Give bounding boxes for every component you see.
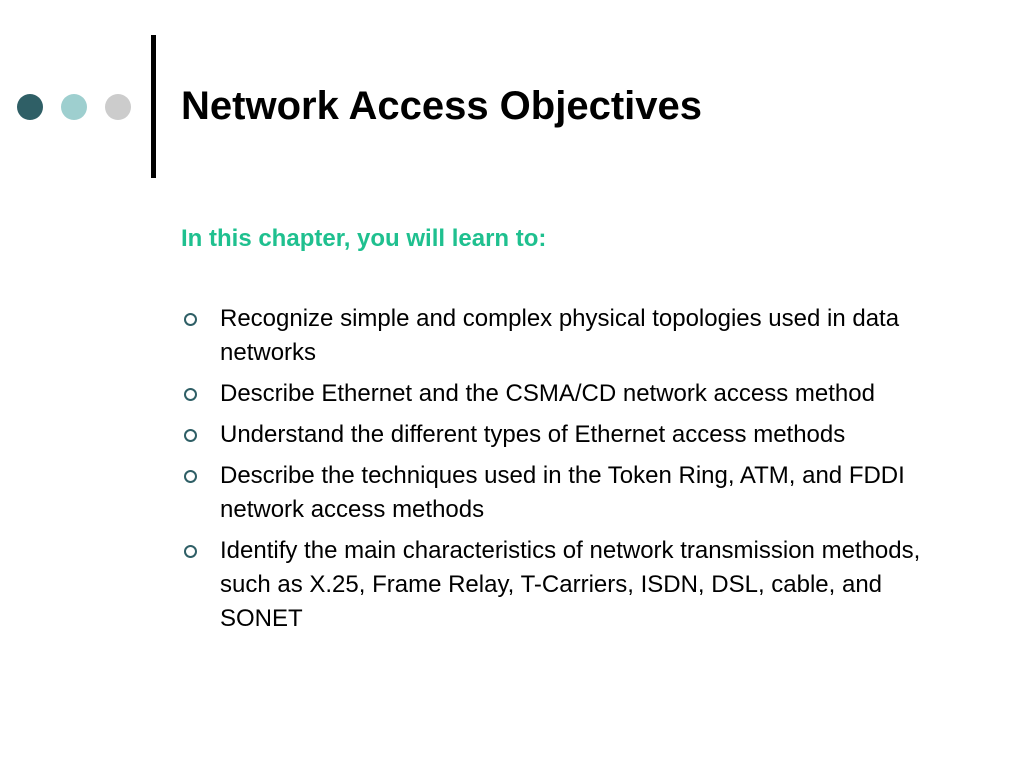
bullet-text: Describe the techniques used in the Toke…	[220, 462, 905, 523]
dot-dark-icon	[17, 94, 43, 120]
list-item: Recognize simple and complex physical to…	[180, 302, 960, 370]
bullet-icon	[184, 429, 197, 442]
bullet-icon	[184, 313, 197, 326]
list-item: Identify the main characteristics of net…	[180, 534, 960, 636]
dot-grey-icon	[105, 94, 131, 120]
decorative-dots-icon	[17, 94, 132, 120]
bullet-text: Identify the main characteristics of net…	[220, 537, 921, 632]
slide-subtitle: In this chapter, you will learn to:	[181, 225, 547, 252]
dot-light-icon	[61, 94, 87, 120]
bullet-text: Recognize simple and complex physical to…	[220, 305, 900, 366]
title-divider	[151, 35, 156, 178]
list-item: Understand the different types of Ethern…	[180, 418, 960, 452]
bullet-text: Understand the different types of Ethern…	[220, 421, 846, 448]
slide-title: Network Access Objectives	[181, 84, 702, 128]
bullet-icon	[184, 388, 197, 401]
list-item: Describe Ethernet and the CSMA/CD networ…	[180, 377, 960, 411]
list-item: Describe the techniques used in the Toke…	[180, 459, 960, 527]
objectives-list: Recognize simple and complex physical to…	[180, 302, 960, 643]
bullet-icon	[184, 545, 197, 558]
bullet-text: Describe Ethernet and the CSMA/CD networ…	[220, 380, 875, 407]
bullet-icon	[184, 470, 197, 483]
